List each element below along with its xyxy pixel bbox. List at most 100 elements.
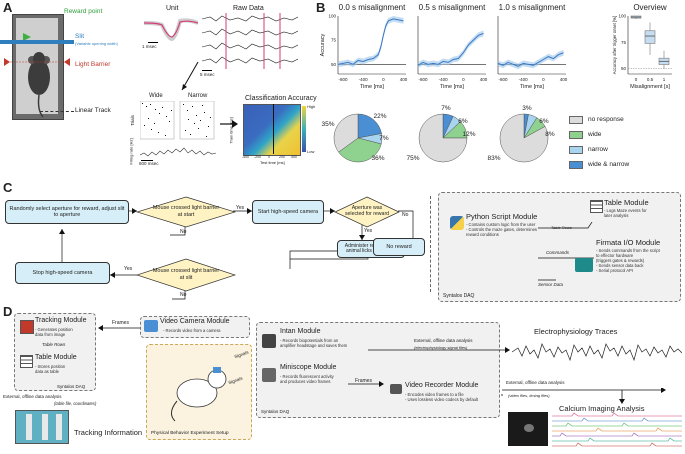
arrow-to-heatmap	[220, 120, 238, 128]
x-tick-1-1: -400	[439, 77, 449, 82]
external-ca: External, offline data analysis	[506, 380, 565, 385]
legend-label-3: wide & narrow	[588, 161, 630, 168]
physical-setup-label: Physical Behavior Experiment Setup	[151, 431, 229, 436]
panel-label-c: C	[3, 180, 13, 195]
firmata-bullet-1: to effector hardware	[596, 253, 634, 258]
overview-y-label: Accuracy after trigger onset [%]	[612, 16, 617, 74]
table-bullet-c-0: - Logs Maze events for	[604, 208, 647, 213]
pie-2-label-1: 8%	[545, 131, 555, 138]
heatmap-tick-2: 0	[268, 155, 270, 159]
slit-bar	[0, 40, 74, 44]
light-barrier-markers	[4, 58, 70, 66]
video-rec-title: Video Recorder Module	[405, 382, 479, 389]
tracking-bullet-0: - Generates position	[35, 327, 73, 332]
linear-track-label: Linear Track	[75, 107, 111, 114]
class-acc-title: Classification Accuracy	[245, 95, 317, 102]
miniscope-icon	[262, 368, 276, 382]
table-bullet-d-1: data as table	[35, 369, 59, 374]
wide-label: Wide	[149, 93, 163, 99]
line-chart-title-2: 1.0 s misalignment	[499, 3, 566, 12]
overview-x-tick-1: 0.5	[647, 77, 654, 82]
heatmap-tick-4: 400	[291, 155, 297, 159]
pie-0-label-1: 36%	[371, 155, 384, 162]
firmata-bullet-4: - Serial protocol API	[596, 268, 634, 273]
diamond-crossed-start	[136, 196, 236, 228]
yes-label-2: Yes	[364, 228, 373, 234]
syntalos-daq-c: Syntalos DAQ	[443, 293, 475, 299]
colorbar-low: Low	[307, 149, 315, 154]
firmata-title: Firmata I/O Module	[596, 238, 661, 247]
raster-plots	[140, 101, 215, 140]
intan-icon	[262, 334, 276, 348]
series-band-1	[418, 30, 484, 69]
pie-1-label-1: 12%	[462, 131, 475, 138]
line-chart-title-0: 0.0 s misalignment	[339, 3, 406, 12]
maze-track-image	[12, 14, 64, 120]
no-label-3: No	[180, 292, 187, 298]
pie-0-label-3: 22%	[373, 113, 386, 120]
frames-label-2: Frames	[355, 378, 372, 384]
heatmap-tick-1: -200	[254, 155, 262, 159]
stop-camera-box: Stop high-speed camera	[15, 262, 110, 284]
syntalos-d-mid-box: Syntalos DAQ	[256, 322, 500, 418]
pie-0-slice-1	[338, 137, 382, 163]
ca-image	[508, 412, 548, 446]
unit-waveform	[144, 18, 198, 41]
miniscope-bullet-0: - Records fluorescent activity	[280, 374, 334, 379]
series-band-0	[338, 16, 404, 68]
pie-2-label-2: 6%	[539, 118, 549, 125]
diamond-aperture	[334, 196, 400, 228]
sensor-data-label: Sensor Data	[538, 282, 564, 287]
python-bullet-2: reward conditions	[466, 232, 499, 237]
x-tick-0-0: -800	[339, 77, 349, 82]
x-label-2: Time [ms]	[520, 84, 544, 90]
table-icon-d	[20, 355, 33, 368]
mouse-body	[28, 59, 50, 95]
intan-bullet-1: amplifier headstage and saves them	[280, 343, 348, 348]
physical-setup-box: Physical Behavior Experiment Setup	[146, 344, 252, 440]
colorbar-high: High	[307, 104, 316, 109]
tracking-bullet-1: data from image	[35, 332, 66, 337]
table-file-label: (table file, coordinates)	[54, 401, 97, 406]
reward-point-marker	[23, 33, 31, 41]
video-cam-bullet-0: - Records video from a camera	[163, 328, 221, 333]
box-1	[644, 30, 656, 44]
ephys-trace	[512, 343, 682, 362]
psth-scale: 600 msec	[139, 161, 159, 166]
table-rows-d: Table Rows	[42, 342, 66, 347]
video-camera-box	[140, 316, 250, 338]
random-select-text: Randomly select aperture for reward, adj…	[9, 205, 125, 219]
python-bullet-1: - Controls the maze gates, determines	[466, 227, 537, 232]
legend-swatch-0	[569, 116, 583, 124]
unit-scale: 1 msec	[142, 44, 157, 49]
overview-x-label: Misalignment [s]	[630, 84, 670, 90]
python-icon	[450, 216, 464, 230]
video-rec-bullet-0: - Encodes video frames to a file	[405, 392, 464, 397]
y-tick-1: 75	[331, 38, 337, 43]
ca-traces	[552, 412, 682, 447]
x-tick-2-2: 0	[542, 77, 545, 82]
table-bullet-d-0: - Stores position	[35, 364, 66, 369]
pie-1-label-3: 7%	[441, 105, 451, 112]
raw-data-title: Raw Data	[233, 5, 264, 12]
intan-title: Intan Module	[280, 328, 321, 335]
video-cam-title: Video Camera Module	[160, 318, 230, 325]
tracking-icon	[20, 320, 34, 334]
narrow-label: Narrow	[188, 93, 208, 99]
line-chart-title-1: 0.5 s misalignment	[419, 3, 486, 12]
x-tick-2-1: -400	[519, 77, 529, 82]
series-line-0	[337, 18, 404, 65]
series-band-2	[498, 49, 564, 70]
tracking-info: Tracking Information	[74, 428, 143, 437]
legend-swatch-3	[569, 161, 583, 169]
diamond-crossed-slit	[136, 258, 236, 292]
stop-camera-text: Stop high-speed camera	[32, 269, 93, 276]
crossed-start-text: Mouse crossed light barrier at start	[152, 205, 220, 218]
pie-1-label-2: 6%	[458, 118, 468, 125]
pie-2-label-3: 3%	[522, 105, 532, 112]
ca-arrow	[502, 388, 666, 404]
frames-arrow-2	[348, 381, 384, 387]
pie-0-label-2: 7%	[379, 135, 389, 142]
legend-label-2: narrow	[588, 146, 608, 153]
mouse-drawing	[171, 367, 227, 422]
